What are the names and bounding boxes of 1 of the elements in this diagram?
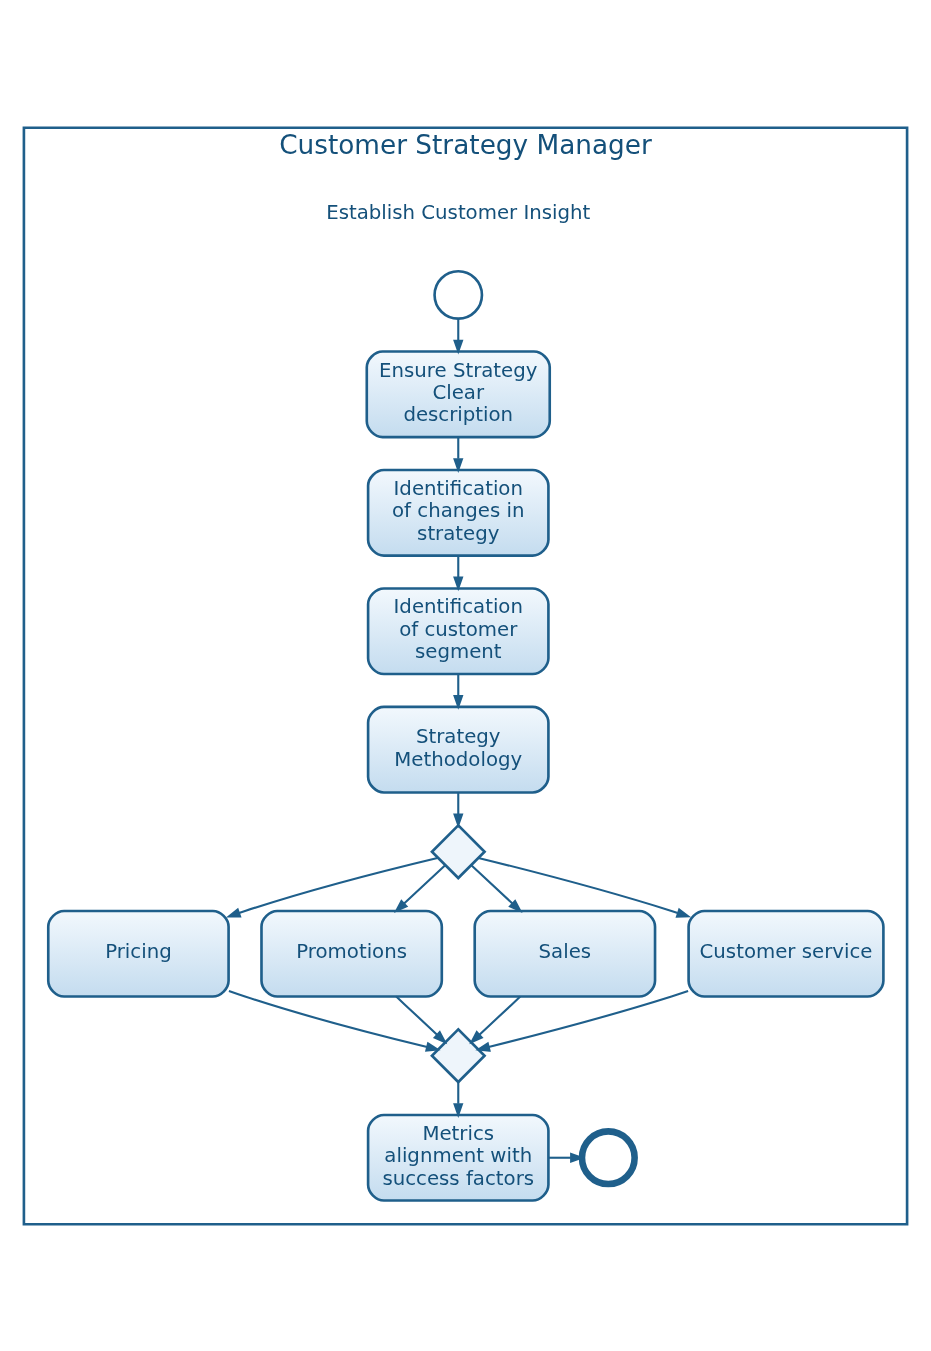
label: Establish Customer Insight [326,200,591,224]
